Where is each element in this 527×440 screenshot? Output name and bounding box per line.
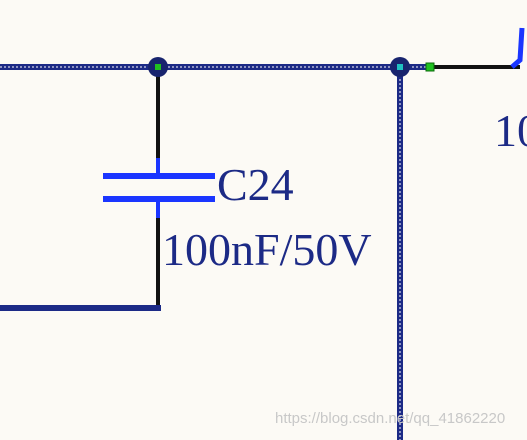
- component-value[interactable]: 100nF/50V: [162, 224, 372, 275]
- bottom-net-wire[interactable]: [0, 305, 161, 311]
- selection-handle[interactable]: [155, 64, 161, 70]
- top-net-wire[interactable]: [0, 64, 430, 70]
- right-wire-partial-symbol: [510, 27, 525, 69]
- vertical-net-wire[interactable]: [397, 67, 403, 440]
- selection-handle[interactable]: [425, 62, 435, 72]
- component-designator[interactable]: C24: [217, 159, 294, 210]
- partial-component-label: 10: [494, 105, 527, 156]
- watermark: https://blog.csdn.net/qq_41862220: [275, 410, 506, 427]
- selection-handle[interactable]: [397, 64, 403, 70]
